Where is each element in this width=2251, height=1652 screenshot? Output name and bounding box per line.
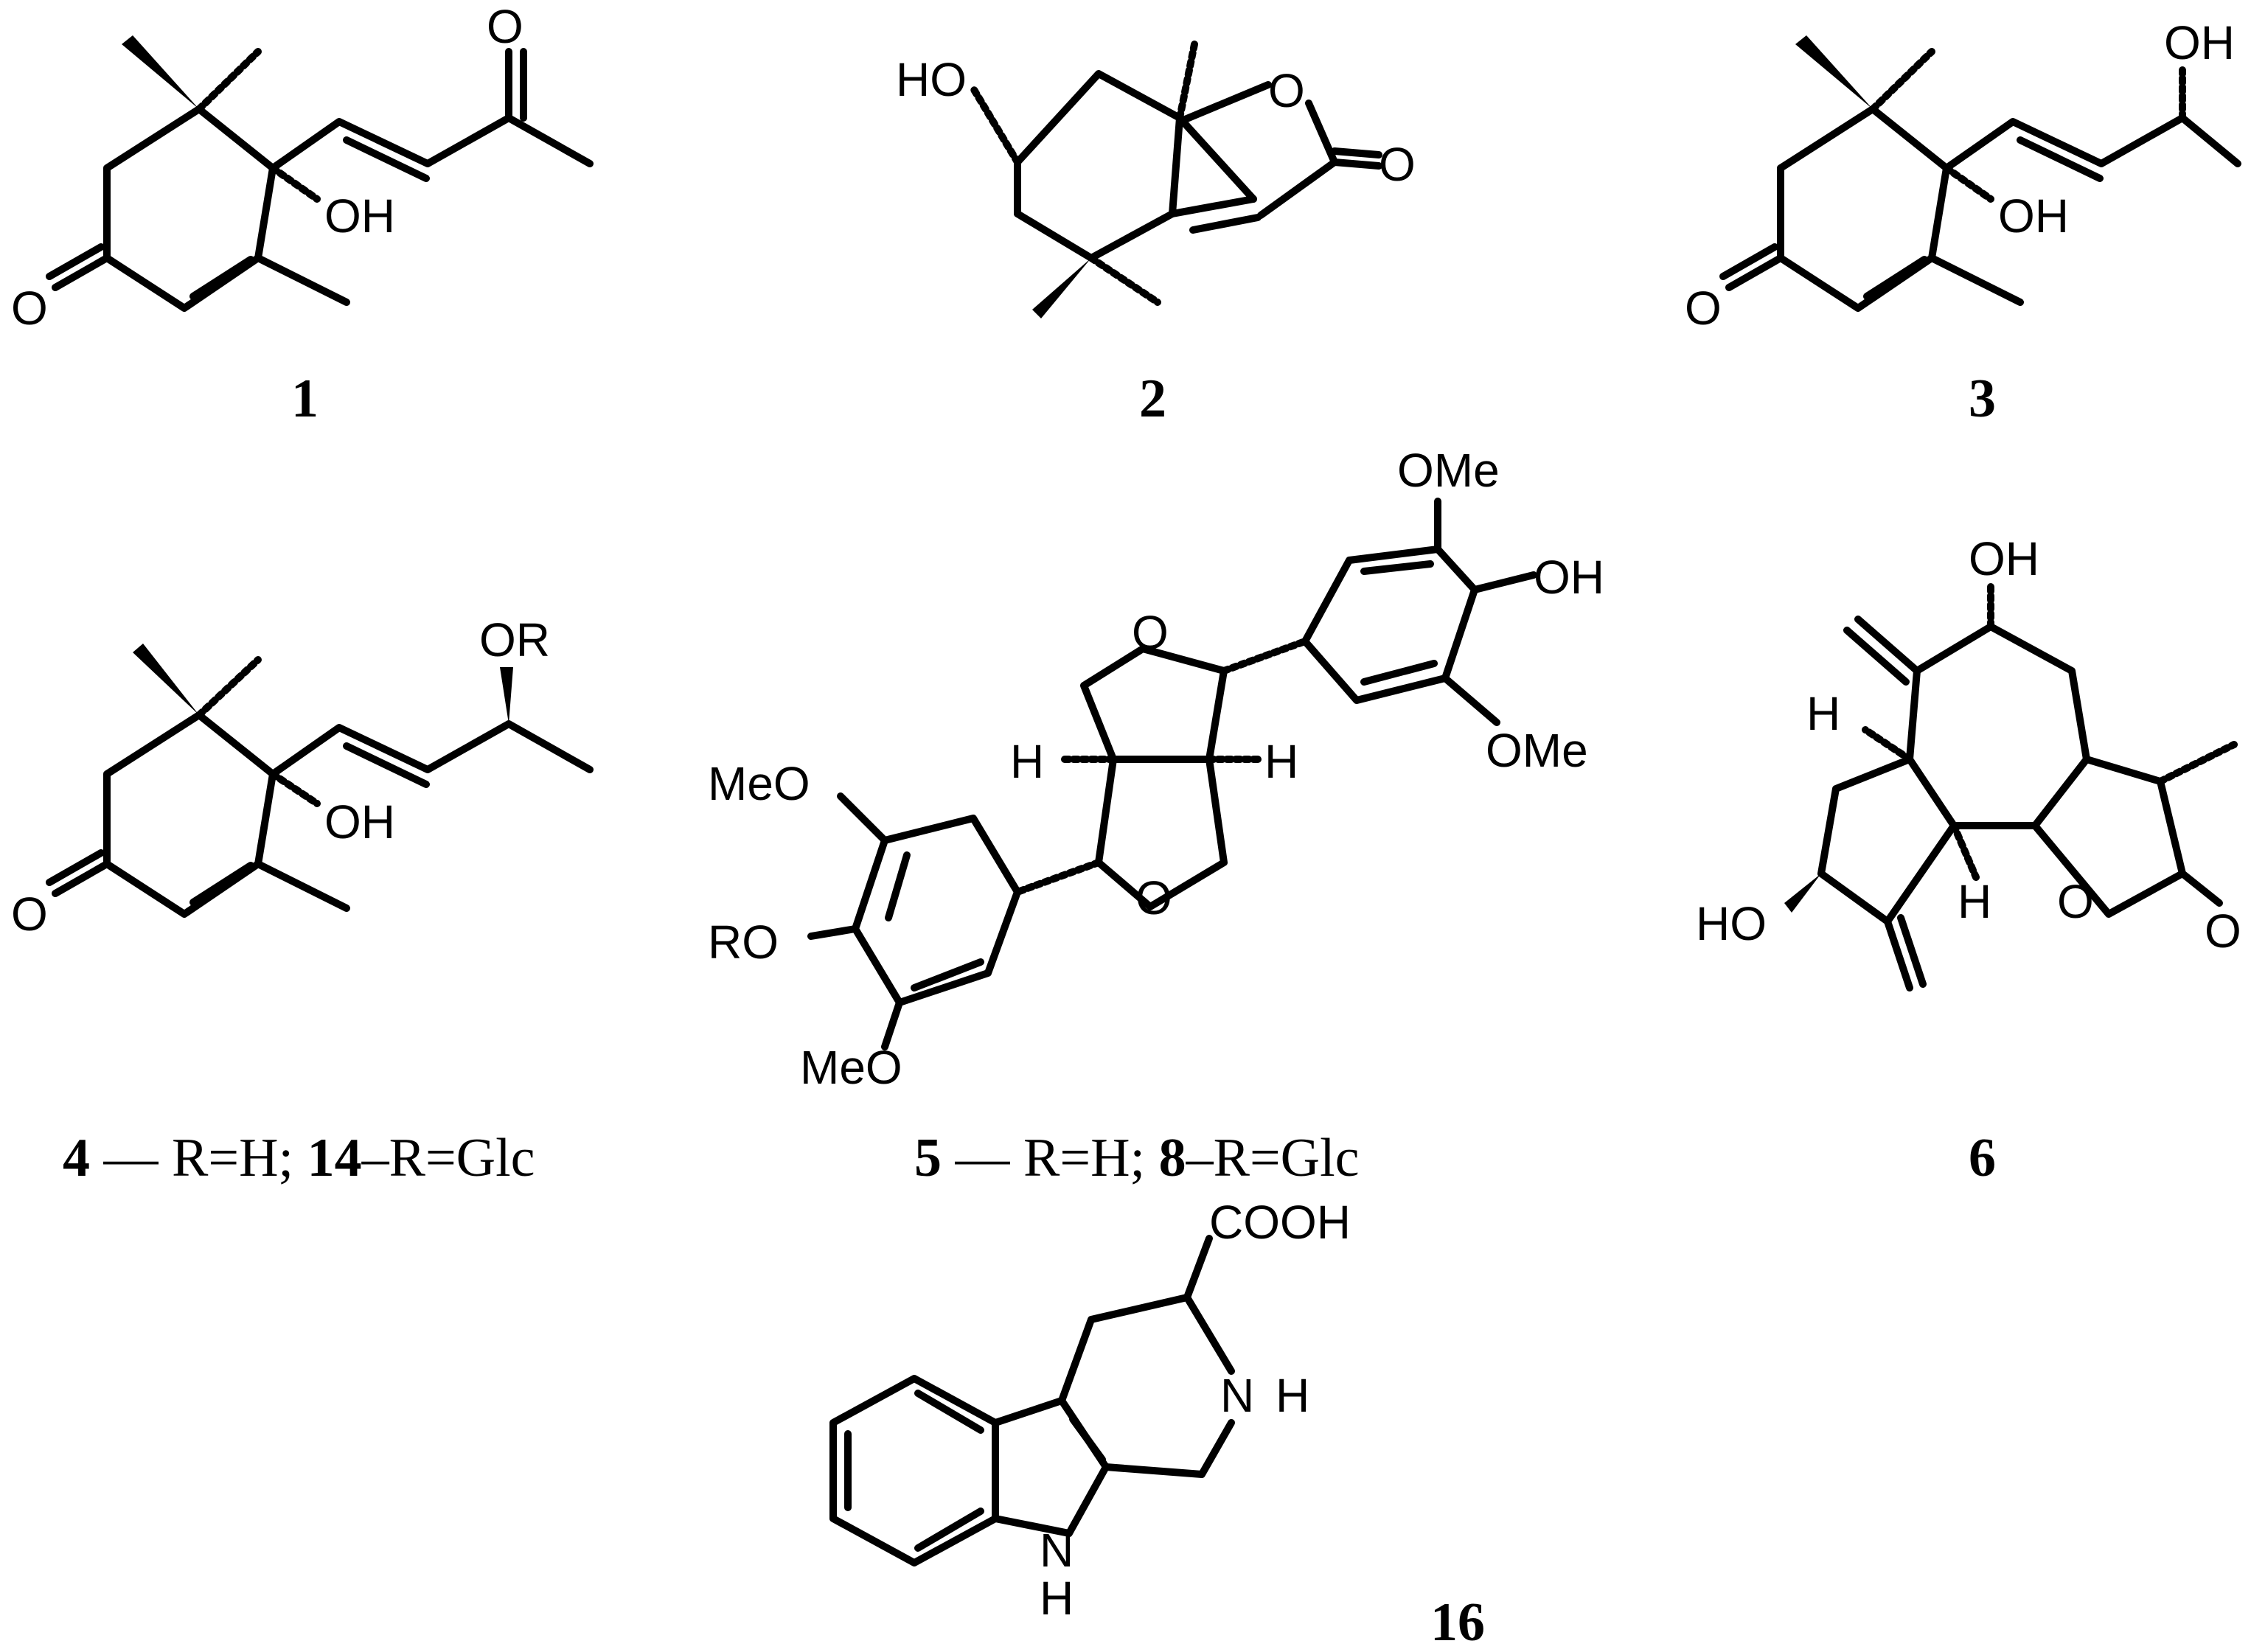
compound-5-right-H: H bbox=[1264, 735, 1298, 788]
compound-16-indole-N: N bbox=[1040, 1524, 1074, 1577]
compound-5-upper-MeO: MeO bbox=[708, 757, 810, 810]
compound-1-OH: OH bbox=[324, 189, 395, 243]
compound-4-ring-O: O bbox=[11, 888, 48, 941]
compound-1-structure: O O OH 1 bbox=[11, 0, 594, 429]
compound-6-lower-H: H bbox=[1958, 875, 1991, 928]
compound-4-14-caption: 4 — R=H; 14–R=Glc bbox=[63, 1128, 535, 1188]
compound-4-OR: OR bbox=[479, 613, 550, 666]
compound-5-OH: OH bbox=[1534, 551, 1604, 604]
compound-16-COOH: COOH bbox=[1209, 1196, 1351, 1249]
compound-2-structure: HO O O 2 bbox=[896, 41, 1416, 429]
compound-5-8-caption: 5 — R=H; 8–R=Glc bbox=[914, 1128, 1360, 1188]
compound-6-carbonyl-O: O bbox=[2205, 905, 2241, 958]
compound-1-oxo-O: O bbox=[487, 0, 523, 53]
compound-14-substituent: –R=Glc bbox=[361, 1128, 535, 1188]
compound-5-number: 5 bbox=[914, 1128, 942, 1188]
compound-5-lower-MeO: MeO bbox=[800, 1041, 902, 1094]
compound-1-ring-O: O bbox=[11, 282, 48, 335]
compound-3-structure: OH O OH 3 bbox=[1685, 16, 2241, 429]
compound-2-HO: HO bbox=[896, 53, 967, 106]
compound-3-label: 3 bbox=[1969, 369, 1996, 429]
compound-5-dash: — bbox=[942, 1128, 1023, 1188]
compound-3-OH: OH bbox=[1998, 189, 2069, 243]
compound-5-top-OMe: OMe bbox=[1397, 444, 1500, 497]
compound-16-ring-NH-H: H bbox=[1276, 1369, 1309, 1422]
compound-5-upper-O: O bbox=[1132, 606, 1169, 659]
compound-5-lower-O: O bbox=[1135, 871, 1172, 924]
compound-6-top-OH: OH bbox=[1969, 532, 2039, 585]
compound-8-substituent: –R=Glc bbox=[1186, 1128, 1360, 1188]
compound-3-ring-O: O bbox=[1685, 282, 1722, 335]
compound-8-number: 8 bbox=[1159, 1128, 1186, 1188]
compound-5-8-structure: O O H H OMe OH OMe MeO RO MeO 5 — R=H; 8… bbox=[708, 444, 1604, 1188]
compound-6-ring-O: O bbox=[2057, 875, 2094, 928]
compound-2-label: 2 bbox=[1139, 369, 1166, 429]
compound-4-OH: OH bbox=[324, 795, 395, 848]
compound-5-RO: RO bbox=[708, 916, 779, 969]
compound-16-label: 16 bbox=[1430, 1592, 1485, 1652]
compound-5-substituent: R=H; bbox=[1023, 1128, 1159, 1188]
compound-1-label: 1 bbox=[291, 369, 319, 429]
compound-3-sidechain-OH: OH bbox=[2164, 16, 2235, 69]
compound-5-right-OMe: OMe bbox=[1486, 724, 1588, 777]
compound-4-substituent: R=H; bbox=[172, 1128, 307, 1188]
compound-16-ring-N: N bbox=[1220, 1369, 1254, 1422]
compound-4-number: 4 bbox=[63, 1128, 90, 1188]
compound-16-indole-H: H bbox=[1040, 1572, 1074, 1625]
compound-14-number: 14 bbox=[307, 1128, 362, 1188]
compound-5-left-H: H bbox=[1010, 735, 1044, 788]
compound-6-label: 6 bbox=[1969, 1128, 1996, 1188]
compound-6-upper-H: H bbox=[1806, 687, 1840, 740]
compound-16-structure: COOH N H N H 16 bbox=[829, 1196, 1485, 1652]
compound-2-carbonyl-O: O bbox=[1379, 138, 1416, 191]
compound-6-HO: HO bbox=[1696, 897, 1767, 950]
compound-4-14-structure: OR O OH 4 — R=H; 14–R=Glc bbox=[11, 613, 594, 1188]
compound-6-structure: OH H H HO O O 6 bbox=[1696, 532, 2241, 1188]
compound-4-dash: — bbox=[90, 1128, 172, 1188]
compound-2-ring-O: O bbox=[1268, 64, 1305, 117]
